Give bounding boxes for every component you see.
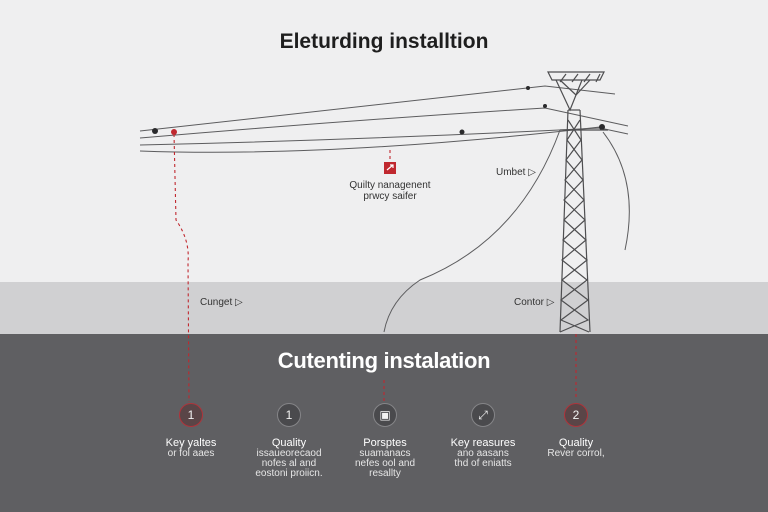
power-line (139, 107, 629, 139)
leader-lines (173, 133, 577, 404)
power-line (139, 85, 616, 132)
step-4: ⤢ Key reasures ano aasans thd of eniatts (428, 403, 538, 469)
step-desc-line: Rever corrol, (547, 448, 605, 459)
quality-note: Quilty nanagenent prwcy saifer (330, 180, 450, 202)
step-badge: ⤢ (471, 403, 495, 427)
step-1: 1 Key yaltes or fol aaes (136, 403, 246, 459)
step-title: Porsptes (363, 437, 407, 449)
power-line (602, 131, 630, 251)
step-title: Key reasures (450, 437, 516, 449)
contor-label: Contor ▷ (514, 297, 555, 308)
step-2: 1 Quality issaueorecaod nofes al and eos… (234, 403, 344, 479)
step-desc-line: nefes ool and (354, 458, 416, 469)
step-desc-line: resallty (369, 468, 401, 479)
step-5: 2 Quality Rever corrol, (521, 403, 631, 459)
step-title: Quality (558, 437, 594, 449)
step-desc-line: eostoni proiicn. (255, 468, 323, 479)
marker-dot (171, 129, 177, 135)
step-desc-line: issaueorecaod (256, 448, 322, 459)
step-badge: 1 (277, 403, 301, 427)
step-badge: ▣ (373, 403, 397, 427)
step-desc-line: suamanacs (359, 448, 411, 459)
insulator (459, 129, 465, 135)
cunget-label: Cunget ▷ (200, 297, 243, 308)
step-desc-line: nofes al and (261, 458, 317, 469)
step-desc-line: ano aasans (457, 448, 509, 459)
step-title: Key yaltes (165, 437, 217, 449)
step-title: Quality (271, 437, 307, 449)
insulator (152, 128, 158, 134)
step-desc-line: or fol aaes (167, 448, 215, 459)
quality-note-line-2: prwcy saifer (363, 191, 417, 202)
quality-marker-glyph (386, 164, 394, 171)
step-badge: 1 (179, 403, 203, 427)
transmission-tower (547, 71, 608, 333)
insulator (543, 104, 547, 108)
insulator (599, 124, 605, 130)
quality-note-line-1: Quilty nanagenent (349, 180, 431, 191)
ground-band-light (0, 282, 768, 334)
section-title: Cutenting instalation (277, 348, 491, 373)
page-title: Eleturding installtion (279, 30, 489, 53)
drop-cable (383, 129, 561, 333)
power-line (139, 127, 629, 146)
step-desc-line: thd of eniatts (454, 458, 512, 469)
umbet-label: Umbet ▷ (496, 167, 536, 178)
insulator (526, 86, 530, 90)
step-3: ▣ Porsptes suamanacs nefes ool and resal… (330, 403, 440, 479)
power-line (139, 126, 601, 153)
step-badge: 2 (564, 403, 588, 427)
